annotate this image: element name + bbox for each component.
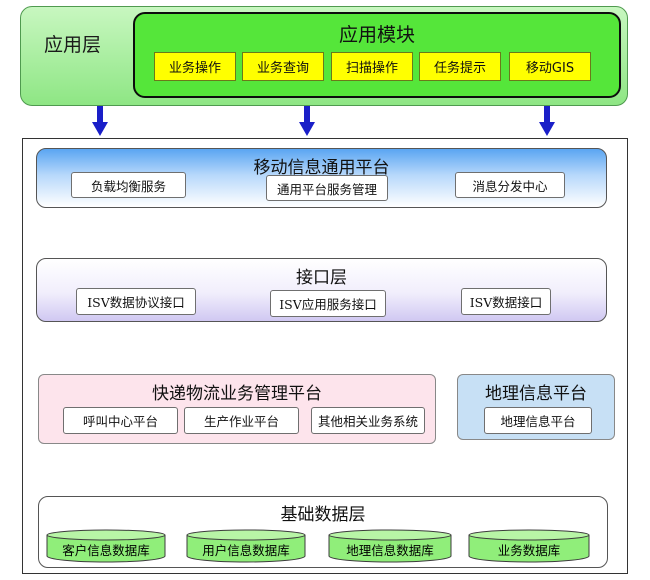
database-cylinder-icon xyxy=(468,529,590,563)
logistics-management-platform: 快递物流业务管理平台 呼叫中心平台 生产作业平台 其他相关业务系统 xyxy=(38,374,436,444)
database-cylinder-icon xyxy=(328,529,452,563)
isv-data-protocol-interface: ISV数据协议接口 xyxy=(76,288,196,315)
interface-layer-title: 接口层 xyxy=(296,268,347,288)
application-module-title: 应用模块 xyxy=(338,24,415,46)
interface-layer: 接口层 ISV数据协议接口 ISV应用服务接口 ISV数据接口 xyxy=(36,258,607,322)
load-balancing-service: 负载均衡服务 xyxy=(71,172,186,198)
isv-data-interface: ISV数据接口 xyxy=(461,288,551,315)
module-scan-operation: 扫描操作 xyxy=(331,52,413,81)
module-business-query: 业务查询 xyxy=(242,52,324,81)
other-business-systems: 其他相关业务系统 xyxy=(311,407,425,434)
database-cylinder-icon xyxy=(186,529,306,563)
module-task-prompt: 任务提示 xyxy=(419,52,501,81)
mobile-platform-title: 移动信息通用平台 xyxy=(253,158,390,178)
mobile-info-platform: 移动信息通用平台 负载均衡服务 通用平台服务管理 消息分发中心 xyxy=(36,148,607,208)
base-data-layer-title: 基础数据层 xyxy=(280,505,366,525)
database-label: 业务数据库 xyxy=(497,543,561,558)
module-business-operation: 业务操作 xyxy=(154,52,236,81)
message-dispatch-center: 消息分发中心 xyxy=(455,172,565,198)
database-label: 地理信息数据库 xyxy=(346,543,434,558)
application-module-box: 应用模块 业务操作 业务查询 扫描操作 任务提示 移动GIS xyxy=(133,12,621,98)
isv-app-service-interface: ISV应用服务接口 xyxy=(270,290,386,317)
platform-service-management: 通用平台服务管理 xyxy=(266,175,388,201)
application-layer-label: 应用层 xyxy=(44,34,102,56)
database-label: 客户信息数据库 xyxy=(62,543,150,558)
geo-info-database: 地理信息数据库 xyxy=(328,529,452,563)
call-center-platform: 呼叫中心平台 xyxy=(63,407,178,434)
module-mobile-gis: 移动GIS xyxy=(509,52,591,81)
user-info-database: 用户信息数据库 xyxy=(186,529,306,563)
gis-platform-title: 地理信息平台 xyxy=(485,384,587,404)
business-database: 业务数据库 xyxy=(468,529,590,563)
customer-info-database: 客户信息数据库 xyxy=(46,529,166,563)
gis-platform: 地理信息平台 地理信息平台 xyxy=(457,374,615,440)
gis-platform-item: 地理信息平台 xyxy=(484,407,592,434)
database-label: 用户信息数据库 xyxy=(202,543,290,558)
database-cylinder-icon xyxy=(46,529,166,563)
production-operation-platform: 生产作业平台 xyxy=(184,407,299,434)
logistics-platform-title: 快递物流业务管理平台 xyxy=(152,384,322,404)
